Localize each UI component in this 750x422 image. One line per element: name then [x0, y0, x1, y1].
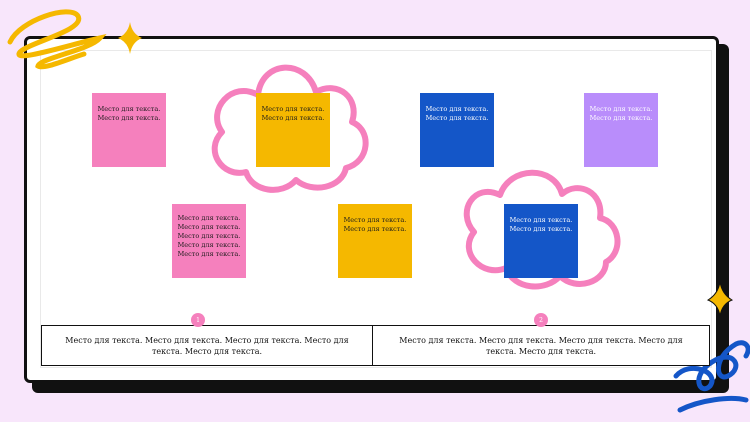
step-text-box[interactable]: Место для текста. Место для текста. Мест… [41, 325, 373, 366]
step-marker: 2 [534, 313, 548, 327]
sticky-note[interactable]: Место для текста. Место для текста. [504, 204, 578, 278]
board-inner-frame [40, 50, 712, 368]
sticky-note[interactable]: Место для текста. Место для текста. [584, 93, 658, 167]
sticky-note[interactable]: Место для текста. Место для текста. [420, 93, 494, 167]
sticky-note[interactable]: Место для текста. Место для текста. [256, 93, 330, 167]
step-marker: 1 [191, 313, 205, 327]
sticky-note[interactable]: Место для текста. Место для текста. Мест… [172, 204, 246, 278]
sticky-note[interactable]: Место для текста. Место для текста. [338, 204, 412, 278]
step-text-box[interactable]: Место для текста. Место для текста. Мест… [372, 325, 710, 366]
sticky-note[interactable]: Место для текста. Место для текста. [92, 93, 166, 167]
